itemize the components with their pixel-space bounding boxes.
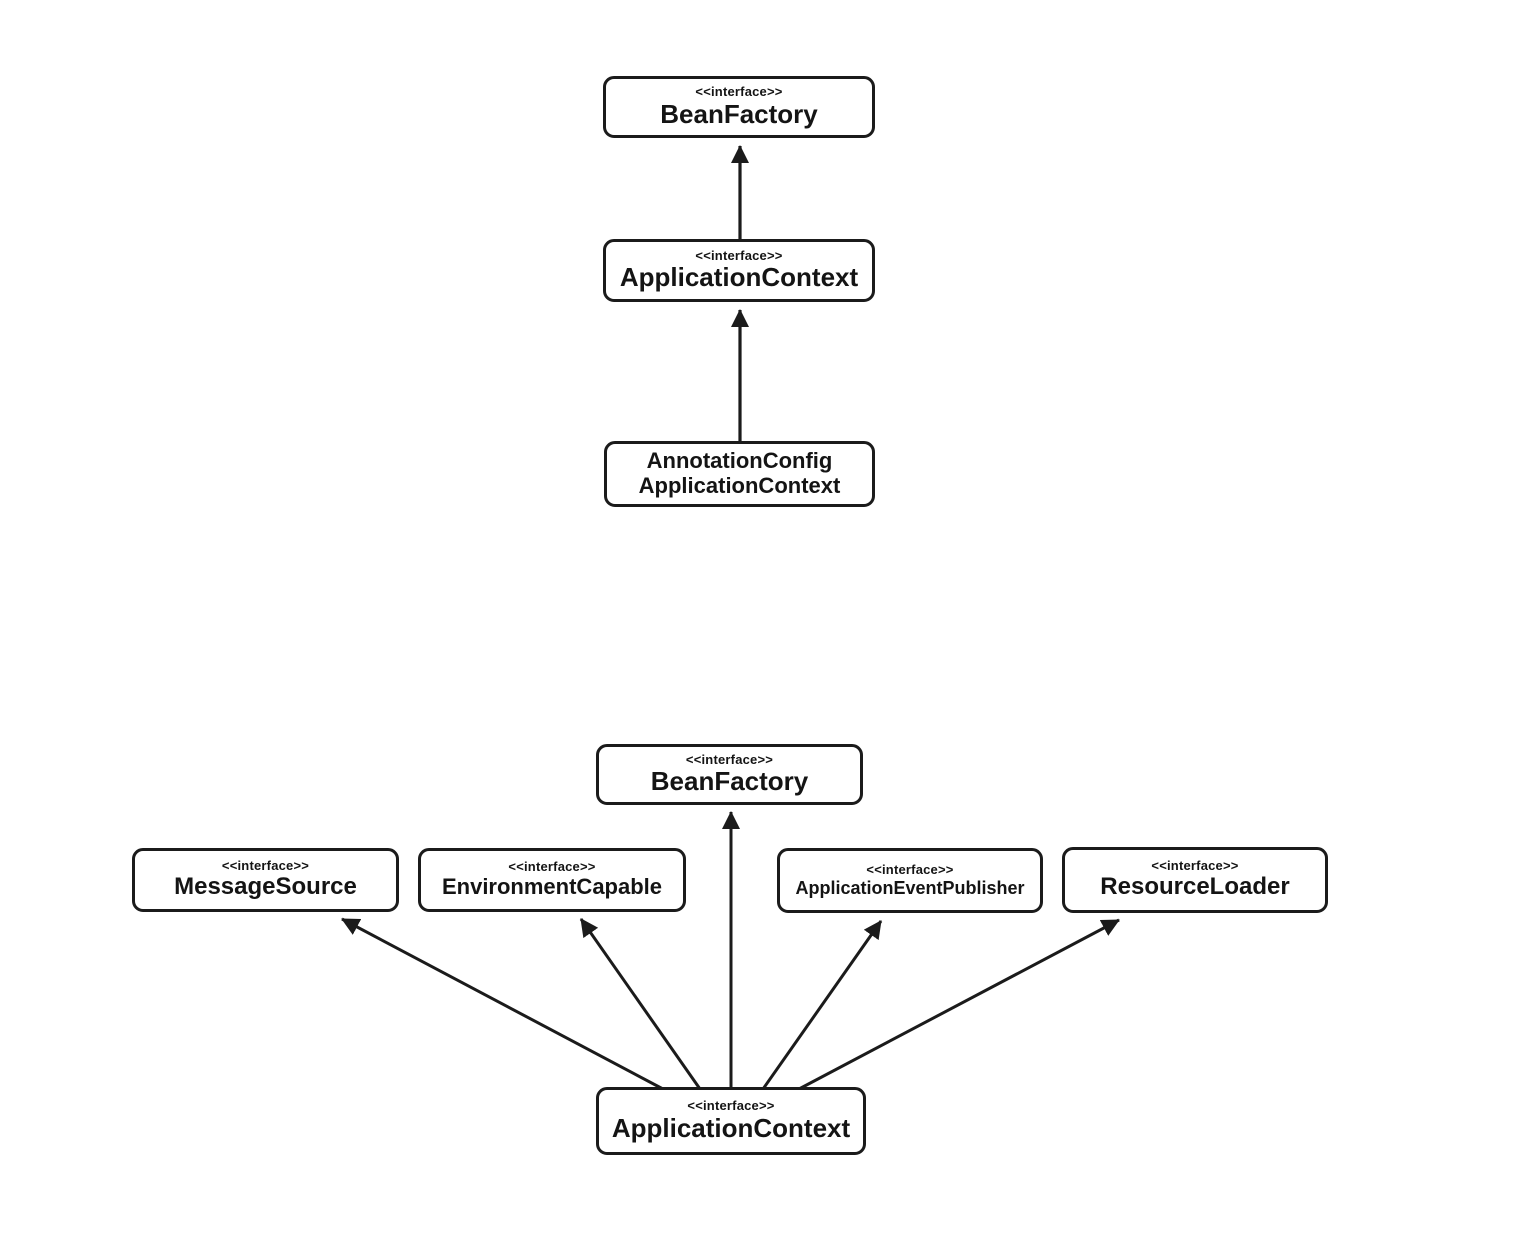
node-name-label: BeanFactory — [650, 766, 809, 797]
stereotype-label: <<interface>> — [695, 84, 783, 100]
stereotype-label: <<interface>> — [687, 1098, 775, 1114]
stereotype-label: <<interface>> — [221, 858, 310, 874]
edge-applicationcontext-to-environmentcapable — [579, 918, 702, 1090]
node-annotationconfigapplicationcontext: AnnotationConfig ApplicationContext — [604, 441, 875, 507]
node-applicationcontext-top: <<interface>> ApplicationContext — [603, 239, 875, 302]
node-name-label: ApplicationContext — [619, 262, 859, 293]
stereotype-label: <<interface>> — [508, 859, 596, 875]
node-name-label: EnvironmentCapable — [441, 873, 663, 899]
edge-applicationcontext-to-applicationeventpublisher — [761, 920, 883, 1090]
node-beanfactory-bottom: <<interface>> BeanFactory — [596, 744, 863, 805]
node-name-label: ApplicationEventPublisher — [795, 877, 1025, 898]
stereotype-label: <<interface>> — [695, 247, 783, 263]
node-name-label: ResourceLoader — [1100, 872, 1290, 900]
stereotype-label: <<interface>> — [866, 862, 954, 878]
stereotype-label: <<interface>> — [685, 751, 774, 767]
edge-applicationcontext-to-messagesource — [341, 917, 664, 1091]
node-name-label: ApplicationContext — [611, 1112, 851, 1143]
node-applicationeventpublisher: <<interface>> ApplicationEventPublisher — [777, 848, 1043, 913]
edge-applicationcontext-to-resourceloader — [798, 918, 1120, 1091]
node-environmentcapable: <<interface>> EnvironmentCapable — [418, 848, 686, 912]
node-resourceloader: <<interface>> ResourceLoader — [1062, 847, 1328, 913]
node-name-label: BeanFactory — [660, 98, 818, 129]
node-applicationcontext-bottom: <<interface>> ApplicationContext — [596, 1087, 866, 1155]
node-name-label: MessageSource — [174, 872, 357, 900]
node-messagesource: <<interface>> MessageSource — [132, 848, 399, 912]
stereotype-label: <<interface>> — [1151, 858, 1239, 874]
node-name-line2: ApplicationContext — [638, 473, 841, 498]
node-beanfactory-top: <<interface>> BeanFactory — [603, 76, 875, 138]
node-name-line1: AnnotationConfig — [646, 448, 833, 474]
